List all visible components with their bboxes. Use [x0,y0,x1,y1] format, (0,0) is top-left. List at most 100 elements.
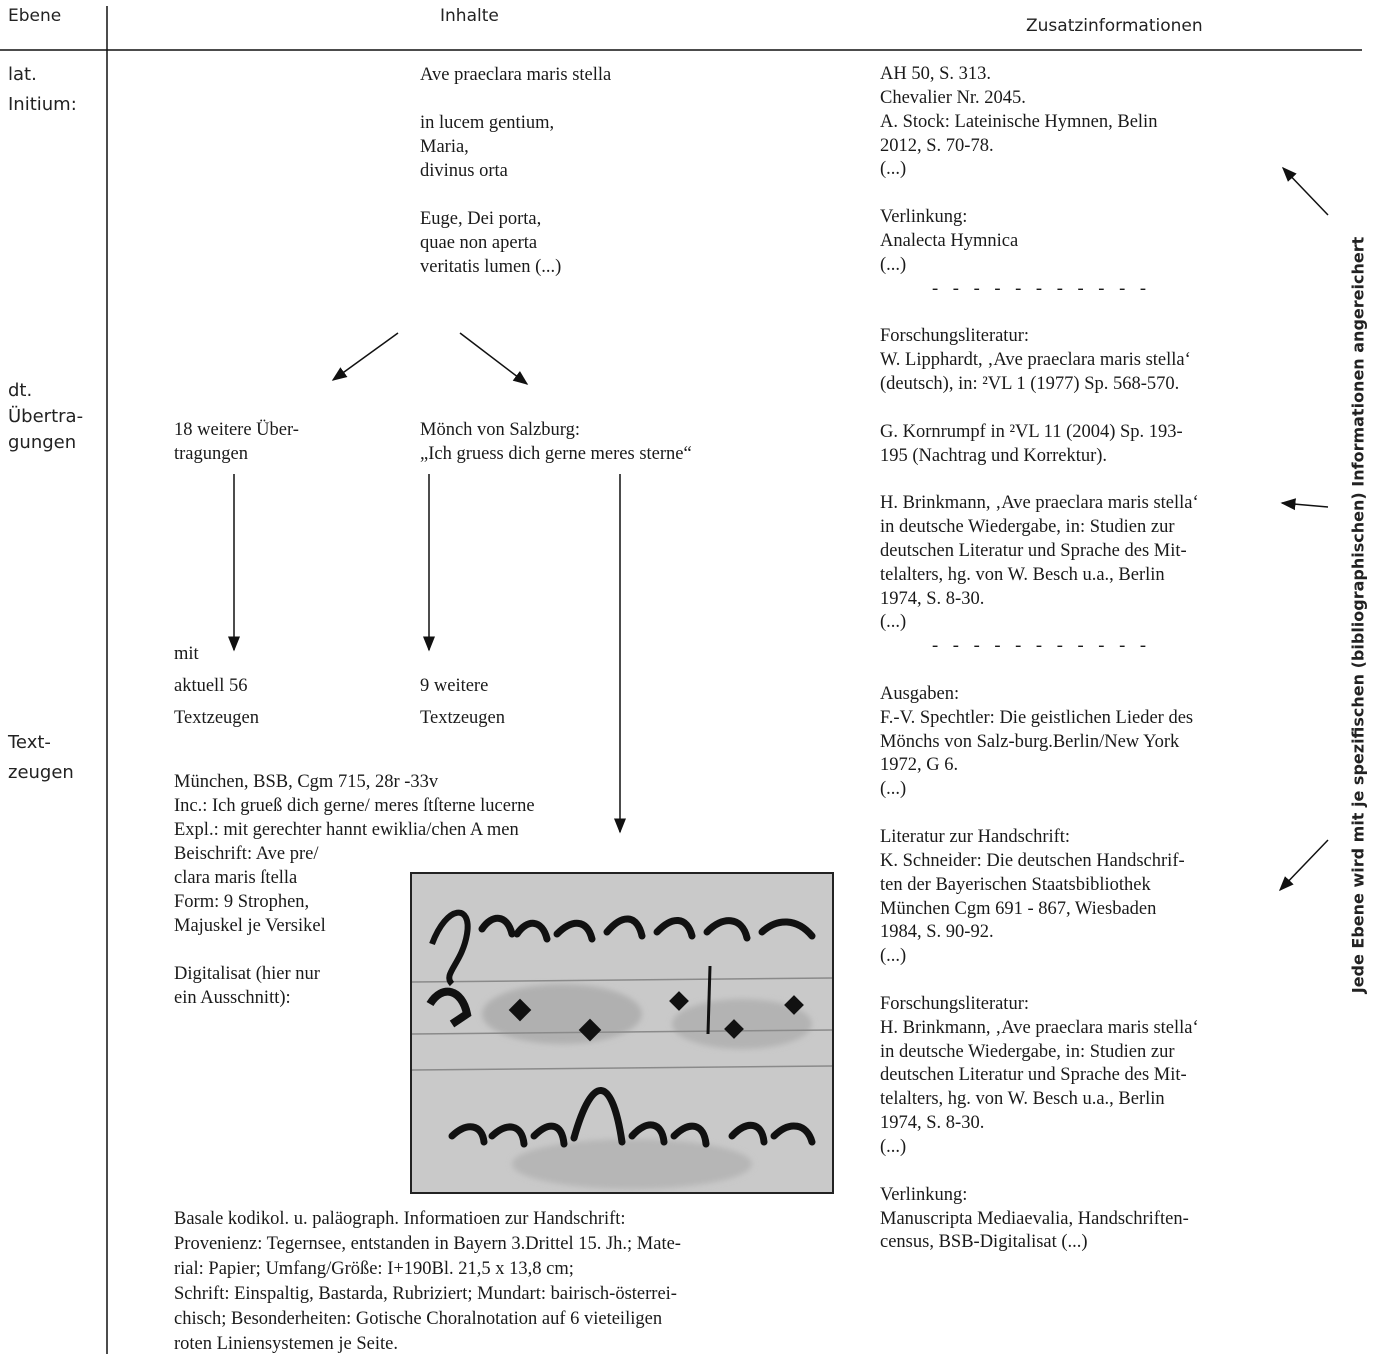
latin-gap [420,87,611,111]
additional-line: telalters, hg. von W. Besch u.a., Berlin [880,1089,1165,1110]
manuscript-line: Inc.: Ich grueß dich gerne/ meres ſtſter… [174,796,535,816]
additional-line: K. Schneider: Die deutschen Handschrif- [880,850,1185,871]
stain [672,999,812,1049]
translations-other: 18 weitere Über- tragungen [174,418,299,466]
codicology-line: Provenienz: Tegernsee, entstanden in Bay… [174,1234,681,1254]
level-latin-line2: Initium: [8,94,77,115]
additional-line: H. Brinkmann, ‚Ave praeclara maris stell… [880,1017,1199,1038]
arrow-note-middle [1280,498,1329,511]
additional-line: census, BSB-Digitalisat (...) [880,1232,1088,1253]
stain [512,1139,752,1189]
latin-line: veritatis lumen (...) [420,257,562,277]
level-latin: lat. Initium: [8,60,77,120]
codicology-line: Schrift: Einspaltig, Bastarda, Rubrizier… [174,1284,677,1304]
arrow-latin-to-right [459,332,529,385]
staff-line [412,977,832,983]
latin-line: Ave praeclara maris stella [420,65,612,85]
translation-line: tragungen [174,444,248,464]
manuscript-gap [174,938,326,962]
additional-line: Literatur zur Handschrift: [880,827,1071,847]
additional-line: Forschungsliteratur: [880,326,1030,347]
additional-line: deutschen Literatur und Sprache des Mit- [880,1065,1187,1086]
level-witnesses: Text- zeugen [8,728,74,788]
additional-line: in deutsche Wiedergabe, in: Studien zur [880,517,1175,538]
additional-line: 1972, G 6. [880,755,959,776]
level-german-line3: gungen [8,432,77,453]
additional-line: F.-V. Spechtler: Die geistlichen Lieder … [880,707,1194,728]
additional-gap [880,969,1199,993]
clef-mark [426,987,472,1028]
arrow-note-bottom [1278,839,1329,892]
staff-line [412,1029,832,1035]
staff-line [412,1065,832,1071]
translation-line: 18 weitere Über- [174,420,299,440]
header-inhalte: Inhalte [440,6,499,26]
additional-line: Manuscripta Mediaevalia, Handschriften- [880,1208,1189,1229]
additional-line: Verlinkung: [880,207,968,228]
additional-line: Mönchs von Salz-burg.Berlin/New York [880,731,1180,752]
manuscript-side-line: clara maris ſtella [174,868,298,888]
additional-line: ten der Bayerischen Staatsbibliothek [880,874,1151,895]
additional-line: 1984, S. 90-92. [880,922,994,943]
arrow-note-top [1281,166,1329,216]
separator-dashes: - - - - - - - - - - - [932,636,1152,657]
initial-letter [429,909,471,987]
additional-line: telalters, hg. von W. Besch u.a., Berlin [880,564,1165,585]
manuscript-header: München, BSB, Cgm 715, 28r -33v Inc.: Ic… [174,770,535,842]
codicology-line: roten Liniensystemen je Seite. [174,1334,398,1354]
translation-line: „Ich gruess dich gerne meres sterne“ [420,444,692,464]
additional-gap [880,182,1199,206]
manuscript-image [410,872,834,1194]
latin-line: in lucem gentium, [420,113,555,133]
additional-line: Forschungsliteratur: [880,993,1030,1014]
additional-line: W. Lipphardt, ‚Ave praeclara maris stell… [880,350,1191,371]
handwriting-line-1 [478,914,816,943]
additional-line: 1974, S. 8-30. [880,1113,985,1134]
latin-line: Maria, [420,137,469,157]
additional-line: 2012, S. 70-78. [880,135,994,156]
additional-line: (...) [880,159,907,180]
witness-count-line: Textzeugen [174,708,259,728]
latin-incipit: Ave praeclara maris stella in lucem gent… [420,63,611,279]
side-note: Jede Ebene wird mit je spezifischen (bib… [1348,236,1368,994]
stain [482,984,642,1044]
additional-gap [880,468,1199,492]
level-german-line1: dt. [8,380,33,401]
witness-count-line: 9 weitere [420,676,489,696]
additional-line: A. Stock: Lateinische Hymnen, Belin [880,111,1158,132]
additional-gap [880,802,1199,826]
additional-line: Verlinkung: [880,1184,968,1205]
additional-line: AH 50, S. 313. [880,64,992,84]
manuscript-side-line: Beischrift: Ave pre/ [174,844,319,864]
additional-info: AH 50, S. 313. Chevalier Nr. 2045. A. St… [880,63,1199,1255]
additional-gap [880,659,1199,683]
additional-line: (deutsch), in: ²VL 1 (1977) Sp. 568-570. [880,373,1180,394]
manuscript-line: München, BSB, Cgm 715, 28r -33v [174,772,439,792]
latin-line: Euge, Dei porta, [420,209,542,229]
level-german-line2: Übertra- [8,406,84,427]
manuscript-side-info: Beischrift: Ave pre/ clara maris ſtella … [174,842,326,1010]
level-witnesses-line2: zeugen [8,762,74,783]
additional-line: H. Brinkmann, ‚Ave praeclara maris stell… [880,493,1199,514]
bar-line [706,965,712,1035]
header-ebene: Ebene [8,6,62,26]
latin-line: divinus orta [420,161,508,181]
level-latin-line1: lat. [8,64,37,85]
additional-line: (...) [880,254,907,275]
codicological-info: Basale kodikol. u. paläograph. Informati… [174,1207,681,1357]
separator-dashes: - - - - - - - - - - - [932,278,1152,299]
codicology-line: Basale kodikol. u. paläograph. Informati… [174,1209,626,1229]
additional-gap [880,301,1199,325]
additional-line: Chevalier Nr. 2045. [880,87,1026,108]
additional-line: 1974, S. 8-30. [880,588,985,609]
additional-line: Ausgaben: [880,683,960,704]
witness-count-line: Textzeugen [420,708,505,728]
level-german: dt. Übertra- gungen [8,378,83,456]
codicology-line: chisch; Besonderheiten: Gotische Choraln… [174,1309,663,1329]
translation-moench: Mönch von Salzburg: „Ich gruess dich ger… [420,418,692,466]
translation-line: Mönch von Salzburg: [420,420,580,440]
additional-line: (...) [880,946,907,967]
additional-line: München Cgm 691 - 867, Wiesbaden [880,898,1157,919]
codicology-line: rial: Papier; Umfang/Größe: I+190Bl. 21,… [174,1259,574,1279]
additional-line: in deutsche Wiedergabe, in: Studien zur [880,1041,1175,1062]
